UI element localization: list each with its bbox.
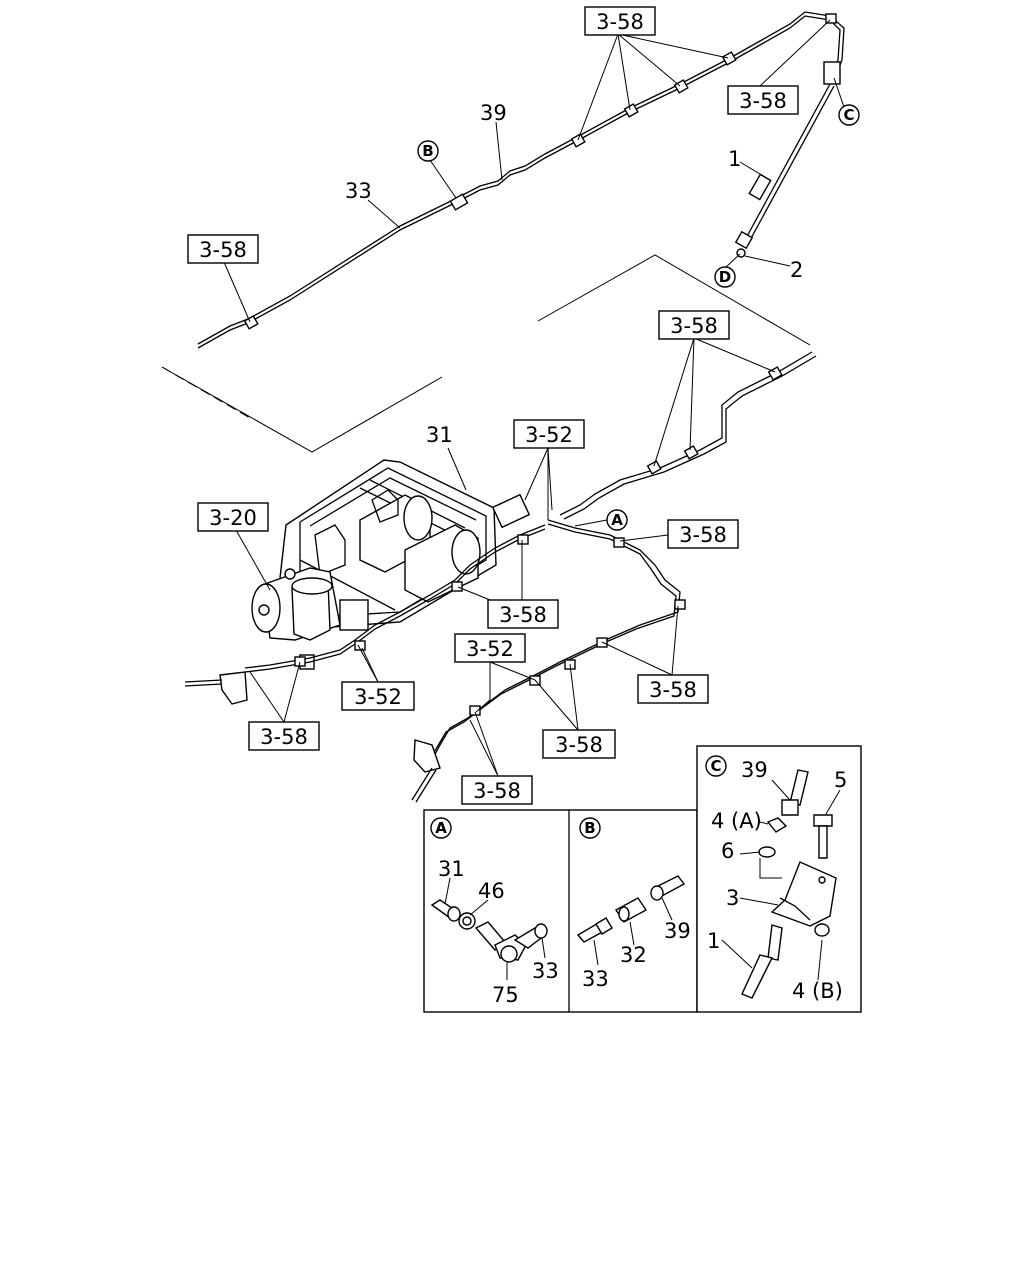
- marker-b-detail: B: [579, 817, 601, 839]
- marker-d-main-label: D: [719, 268, 731, 286]
- marker-c-main-label: C: [843, 106, 854, 124]
- ref-box-center-mid-label: 3-58: [499, 603, 547, 627]
- marker-c-main[interactable]: C: [838, 104, 860, 126]
- detail-a: A 31 46 33 75: [430, 817, 559, 1007]
- main-part-numbers: 39 33 1 2 31: [345, 101, 803, 447]
- ref-box-center-mid[interactable]: 3-58: [487, 599, 559, 629]
- ref-box-top-right[interactable]: 3-58: [727, 85, 799, 115]
- detail-b: B 33 32 39: [576, 817, 691, 991]
- detail-a-part-46: 46: [478, 879, 505, 903]
- ref-box-upper-valve[interactable]: 3-52: [513, 419, 585, 449]
- ref-box-lower-right[interactable]: 3-58: [637, 674, 709, 704]
- ref-box-tank[interactable]: 3-20: [197, 502, 269, 532]
- detail-c-part-3: 3: [726, 886, 739, 910]
- detail-c-part-1: 1: [707, 929, 720, 953]
- marker-a-detail: A: [430, 817, 452, 839]
- detail-b-part-33: 33: [582, 967, 609, 991]
- chassis-outline: [161, 254, 811, 453]
- marker-a-main-label: A: [611, 511, 623, 529]
- ref-box-bottom-label: 3-58: [473, 779, 521, 803]
- ref-box-left-label: 3-58: [199, 238, 247, 262]
- detail-b-part-32: 32: [620, 943, 647, 967]
- ref-box-top[interactable]: 3-58: [584, 6, 656, 36]
- ref-box-bottom-center[interactable]: 3-58: [542, 729, 616, 759]
- reference-boxes: 3-58 3-58 3-58 3-58 3-52 3-20 3-58 3-58: [187, 6, 799, 805]
- top-pipe-run: [197, 11, 845, 349]
- detail-c-part-6: 6: [721, 839, 734, 863]
- leader-lines: [223, 19, 846, 777]
- detail-c-part-5: 5: [834, 768, 847, 792]
- right-pipe-run: [559, 351, 817, 520]
- part-number-1: 1: [728, 147, 741, 171]
- part-number-31: 31: [426, 423, 453, 447]
- part-number-39: 39: [480, 101, 507, 125]
- ref-box-mid-right-label: 3-58: [670, 314, 718, 338]
- marker-a-main[interactable]: A: [606, 509, 628, 531]
- detail-c-part-39: 39: [741, 758, 768, 782]
- marker-a-detail-label: A: [435, 819, 447, 837]
- marker-b-main[interactable]: B: [417, 140, 439, 162]
- detail-c-part-4a: 4 (A): [711, 809, 762, 833]
- detail-a-part-31: 31: [438, 857, 465, 881]
- detail-b-part-39: 39: [664, 919, 691, 943]
- detail-panels: [423, 745, 862, 1013]
- marker-b-main-label: B: [422, 142, 433, 160]
- ref-box-lower-left-52-label: 3-52: [354, 685, 402, 709]
- ref-box-upper-valve-label: 3-52: [525, 423, 573, 447]
- ref-box-lower-left-58-label: 3-58: [260, 725, 308, 749]
- ref-box-mid-right[interactable]: 3-58: [658, 310, 730, 340]
- detail-a-part-75: 75: [492, 983, 519, 1007]
- main-circle-markers: B C D A: [417, 104, 860, 531]
- part-number-2: 2: [790, 258, 803, 282]
- ref-box-bottom[interactable]: 3-58: [461, 775, 533, 805]
- detail-c-part-4b: 4 (B): [792, 979, 843, 1003]
- ref-box-top-label: 3-58: [596, 10, 644, 34]
- ref-box-center-52[interactable]: 3-52: [454, 633, 526, 663]
- ref-box-tank-label: 3-20: [209, 506, 257, 530]
- ref-box-left[interactable]: 3-58: [187, 234, 259, 264]
- ref-box-lower-right-label: 3-58: [649, 678, 697, 702]
- ref-box-right-a[interactable]: 3-58: [667, 519, 739, 549]
- marker-c-detail-label: C: [710, 757, 721, 775]
- ref-box-center-52-label: 3-52: [466, 637, 514, 661]
- ref-box-top-right-label: 3-58: [739, 89, 787, 113]
- marker-d-main[interactable]: D: [714, 266, 736, 288]
- ref-box-lower-left-52[interactable]: 3-52: [341, 681, 415, 711]
- ref-box-lower-left-58[interactable]: 3-58: [248, 721, 320, 751]
- marker-c-detail: C: [705, 755, 727, 777]
- ref-box-bottom-center-label: 3-58: [555, 733, 603, 757]
- marker-b-detail-label: B: [584, 819, 595, 837]
- ref-box-right-a-label: 3-58: [679, 523, 727, 547]
- detail-a-part-33: 33: [532, 959, 559, 983]
- part-number-33: 33: [345, 179, 372, 203]
- detail-c: C 39 5 4 (A) 6 3 1 4 (B): [705, 755, 847, 1003]
